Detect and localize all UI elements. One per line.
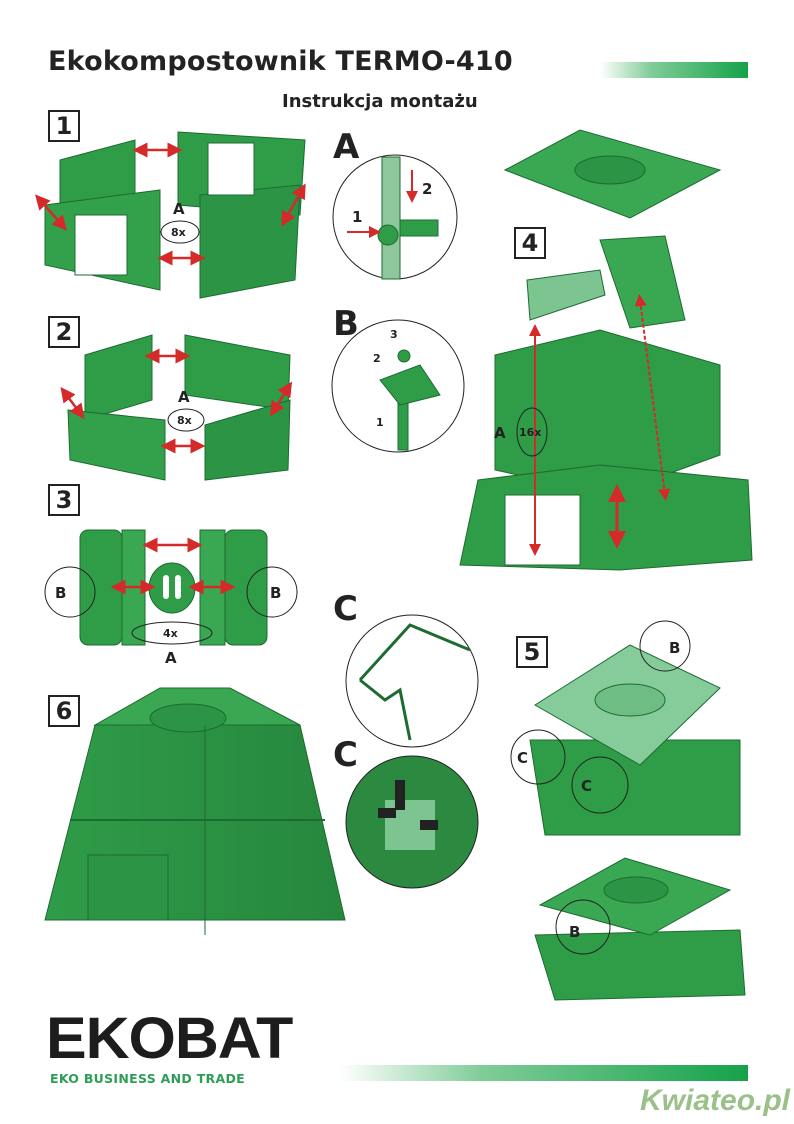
detail-c1-circle [345,614,479,748]
page-subtitle: Instrukcja montażu [282,91,478,112]
step-5-illustration: B C C [510,620,741,836]
step-1-callout-count: 8x [171,226,186,239]
watermark: Kwiateo.pl [640,1084,791,1117]
step-2-illustration: A 8x [60,334,293,481]
detail-b-circle: 3 2 1 [331,319,465,453]
footer-green-bar [340,1065,748,1081]
detail-c2-letter: C [333,735,358,775]
step-3-label: 3 [48,484,80,516]
final-lid-illustration: B [534,857,746,1001]
step-3-illustration: B B 4x A [44,529,298,667]
lid-illustration [503,129,722,219]
detail-c2-circle [345,755,479,889]
ekobat-logo: EKOBAT [46,1006,293,1071]
step-1-label: 1 [48,110,80,142]
step-3-callout-b-left: B [55,584,66,602]
step-6-label: 6 [48,695,80,727]
page-title: Ekokompostownik TERMO-410 [48,46,513,77]
step-4-label: 4 [514,227,546,259]
step-3-callout-b-right: B [270,584,281,602]
step-4-illustration: A 16x [459,235,753,571]
detail-a-circle: 1 2 [332,154,458,280]
detail-a-letter: A [333,127,360,167]
detail-b-step-3: 3 [390,328,398,341]
step-3-callout-count: 4x [163,627,178,640]
bottom-callout-b: B [569,923,580,941]
step-2-callout-letter: A [178,388,190,406]
step-6-illustration [44,687,346,935]
detail-b-step-1: 1 [376,416,384,429]
detail-b-step-2: 2 [373,352,381,365]
logo-tagline: EKO BUSINESS AND TRADE [50,1071,245,1086]
step-3-callout-letter: A [165,649,177,667]
step-5-callout-b: B [669,639,680,657]
detail-a-step-2: 2 [422,180,432,198]
step-4-callout-letter: A [494,424,506,442]
detail-c1-letter: C [333,589,358,629]
step-5-callout-c1: C [517,749,528,767]
step-5-callout-c2: C [581,777,592,795]
step-2-label: 2 [48,316,80,348]
step-1-callout-letter: A [173,200,185,218]
step-2-callout-count: 8x [177,414,192,427]
step-1-illustration: A 8x [35,131,306,299]
step-4-callout-count: 16x [519,426,541,439]
detail-a-step-1: 1 [352,208,362,226]
header-green-bar [600,62,748,78]
step-5-label: 5 [516,636,548,668]
